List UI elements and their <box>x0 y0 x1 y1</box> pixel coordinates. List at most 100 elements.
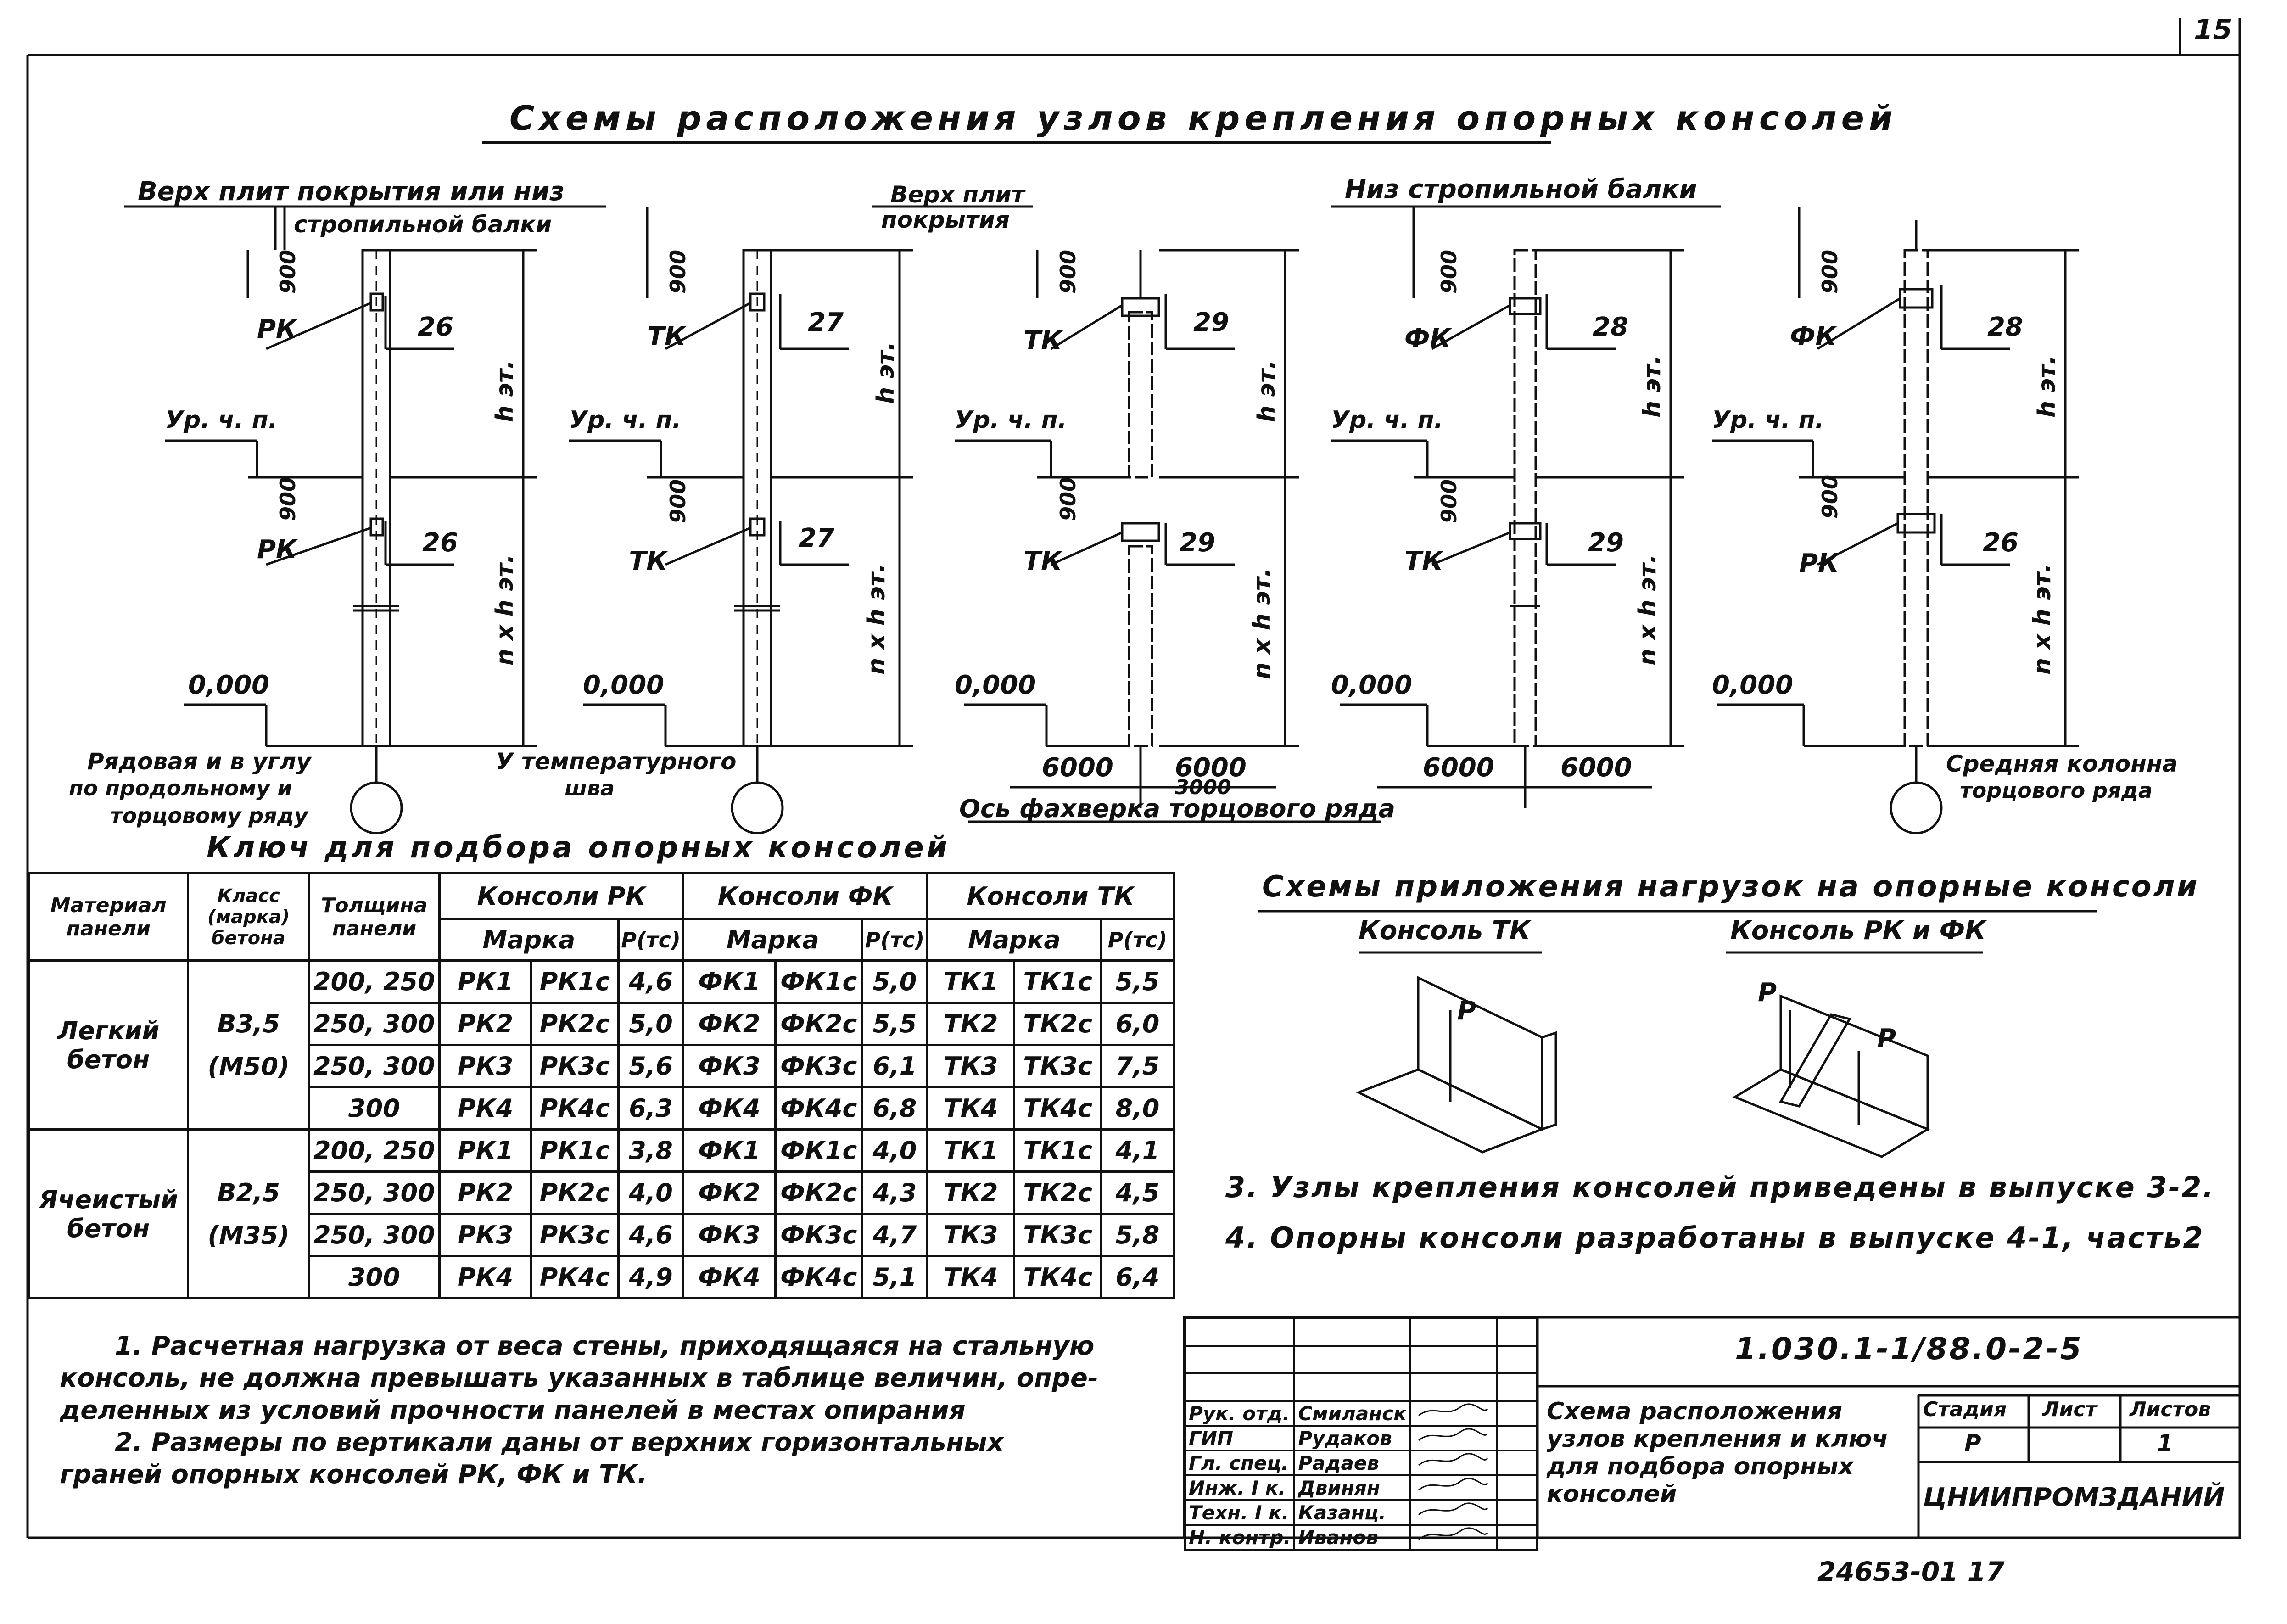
col1-note-2: по продольному и <box>69 776 292 801</box>
note-3: 3. Узлы крепления консолей приведены в в… <box>1225 1170 2215 1204</box>
key-cell: РК3с <box>530 1213 620 1257</box>
thickness-cell: 200, 250 <box>308 1128 441 1173</box>
key-cell: 4,0 <box>617 1170 685 1215</box>
col4-dim-6000-a: 6000 <box>1423 753 1494 783</box>
key-cell: ФК1 <box>682 959 777 1004</box>
col5-note-2: торцового ряда <box>1960 778 2153 803</box>
key-cell: 4,5 <box>1100 1170 1175 1215</box>
note-4: 4. Опорны консоли разработаны в выпуске … <box>1225 1221 2204 1254</box>
loads-p-tk: Р <box>1457 996 1476 1026</box>
signature-date <box>1495 1499 1538 1526</box>
key-cell: 8,0 <box>1100 1086 1175 1131</box>
key-cell: ТК4с <box>1013 1086 1102 1131</box>
signature-row: Рук. отд.Смиланск <box>1184 1400 1538 1427</box>
label-top-left-2: стропильной балки <box>294 211 552 238</box>
label-top-mid-2: покрытия <box>881 207 1010 233</box>
col3-level-ufp: Ур. ч. п. <box>955 406 1067 434</box>
key-cell: 5,5 <box>861 1002 928 1046</box>
col3-level-zero: 0,000 <box>955 670 1036 700</box>
thickness-cell: 250, 300 <box>308 1044 441 1088</box>
stamp-title-3: для подбора опорных <box>1547 1453 1854 1480</box>
col4-level-ufp: Ур. ч. п. <box>1331 406 1443 434</box>
header-p-fk: Р(тс) <box>861 918 928 962</box>
key-cell: ТК4 <box>926 1086 1016 1131</box>
key-cell: ТК2 <box>926 1002 1016 1046</box>
key-cell: 4,6 <box>617 1213 685 1257</box>
signature-role: Рук. отд. <box>1184 1400 1296 1427</box>
thickness-cell: 250, 300 <box>308 1213 441 1257</box>
grade-value: (М35) <box>207 1221 290 1250</box>
col2-level-ufp: Ур. ч. п. <box>569 406 682 434</box>
col4-dim-6000-b: 6000 <box>1560 753 1632 783</box>
key-cell: 4,6 <box>617 959 685 1004</box>
signature-date <box>1495 1474 1538 1501</box>
col2-top-num: 27 <box>808 308 844 337</box>
key-cell: РК2 <box>438 1170 533 1215</box>
class-value: В2,5 <box>217 1178 280 1207</box>
signature-row: Н. контр.Иванов <box>1184 1524 1538 1551</box>
signature-role: ГИП <box>1184 1425 1296 1451</box>
key-cell: ФК2с <box>774 1002 864 1046</box>
archive-number: 24653-01 17 <box>1817 1556 2005 1587</box>
loads-title: Схемы приложения нагрузок на опорные кон… <box>1262 870 2199 904</box>
stamp-title-4: консолей <box>1547 1480 1677 1508</box>
sheet-number: 15 <box>2194 14 2232 46</box>
label-top-right: Низ стропильной балки <box>1345 174 1697 204</box>
stamp-title-2: узлов крепления и ключ <box>1547 1425 1889 1453</box>
signature-sign <box>1409 1425 1498 1451</box>
note-1b: консоль, не должна превышать указанных в… <box>60 1363 1099 1393</box>
header-marka-tk: Марка <box>926 918 1102 962</box>
col1-bot-num: 26 <box>422 528 458 558</box>
key-cell: ФК4с <box>774 1086 864 1131</box>
col3-top-mark: ТК <box>1023 326 1062 356</box>
key-cell: РК2с <box>530 1170 620 1215</box>
col1-note: Рядовая и в углу <box>87 748 311 775</box>
signature-role: Инж. I к. <box>1184 1474 1296 1501</box>
key-cell: ТК2 <box>926 1170 1016 1215</box>
header-p-tk: Р(тс) <box>1100 918 1175 962</box>
key-cell: 4,7 <box>861 1213 928 1257</box>
key-cell: 6,3 <box>617 1086 685 1131</box>
note-axis: Ось фахверка торцового ряда <box>959 794 1395 823</box>
key-cell: 4,3 <box>861 1170 928 1215</box>
key-cell: 6,4 <box>1100 1255 1175 1299</box>
header-marka-rk: Марка <box>438 918 620 962</box>
loads-tk-label: Консоль ТК <box>1359 916 1531 946</box>
key-cell: РК3с <box>530 1044 620 1088</box>
class-cell: В2,5 (М35) <box>187 1128 310 1299</box>
key-cell: РК2 <box>438 1002 533 1046</box>
col2-bot-mark: ТК <box>629 546 667 576</box>
key-cell: 5,6 <box>617 1044 685 1088</box>
header-fk: Консоли ФК <box>682 872 928 920</box>
key-cell: РК2с <box>530 1002 620 1046</box>
col2-top-mark: ТК <box>647 321 686 351</box>
key-cell: 4,1 <box>1100 1128 1175 1173</box>
page-title: Схемы расположения узлов крепления опорн… <box>509 99 1897 138</box>
label-top-left: Верх плит покрытия или низ <box>138 177 565 207</box>
signature-sign <box>1409 1400 1498 1427</box>
col1-top-mark: РК <box>257 314 297 344</box>
col1-note-3: торцовому ряду <box>110 803 308 828</box>
key-cell: РК4 <box>438 1086 533 1131</box>
material-cell: Легкий бетон <box>27 959 190 1131</box>
stamp-title-1: Схема расположения <box>1547 1398 1843 1425</box>
key-cell: ФК1с <box>774 959 864 1004</box>
label-top-mid: Верх плит <box>890 181 1025 208</box>
loads-p-rk-2: Р <box>1877 1024 1896 1053</box>
col3-dim-6000-b: 6000 <box>1175 753 1247 783</box>
stamp-sheet-header: Лист <box>2042 1398 2097 1421</box>
col4-top-num: 28 <box>1593 312 1628 342</box>
key-cell: 7,5 <box>1100 1044 1175 1088</box>
note-1: 1. Расчетная нагрузка от веса стены, при… <box>115 1331 1095 1361</box>
key-cell: ТК2с <box>1013 1002 1102 1046</box>
signature-sign <box>1409 1524 1498 1551</box>
signature-role: Техн. I к. <box>1184 1499 1296 1526</box>
drawing-code: 1.030.1-1/88.0-2-5 <box>1735 1331 2083 1366</box>
header-thickness: Толщина панели <box>308 872 441 962</box>
thickness-cell: 250, 300 <box>308 1002 441 1046</box>
